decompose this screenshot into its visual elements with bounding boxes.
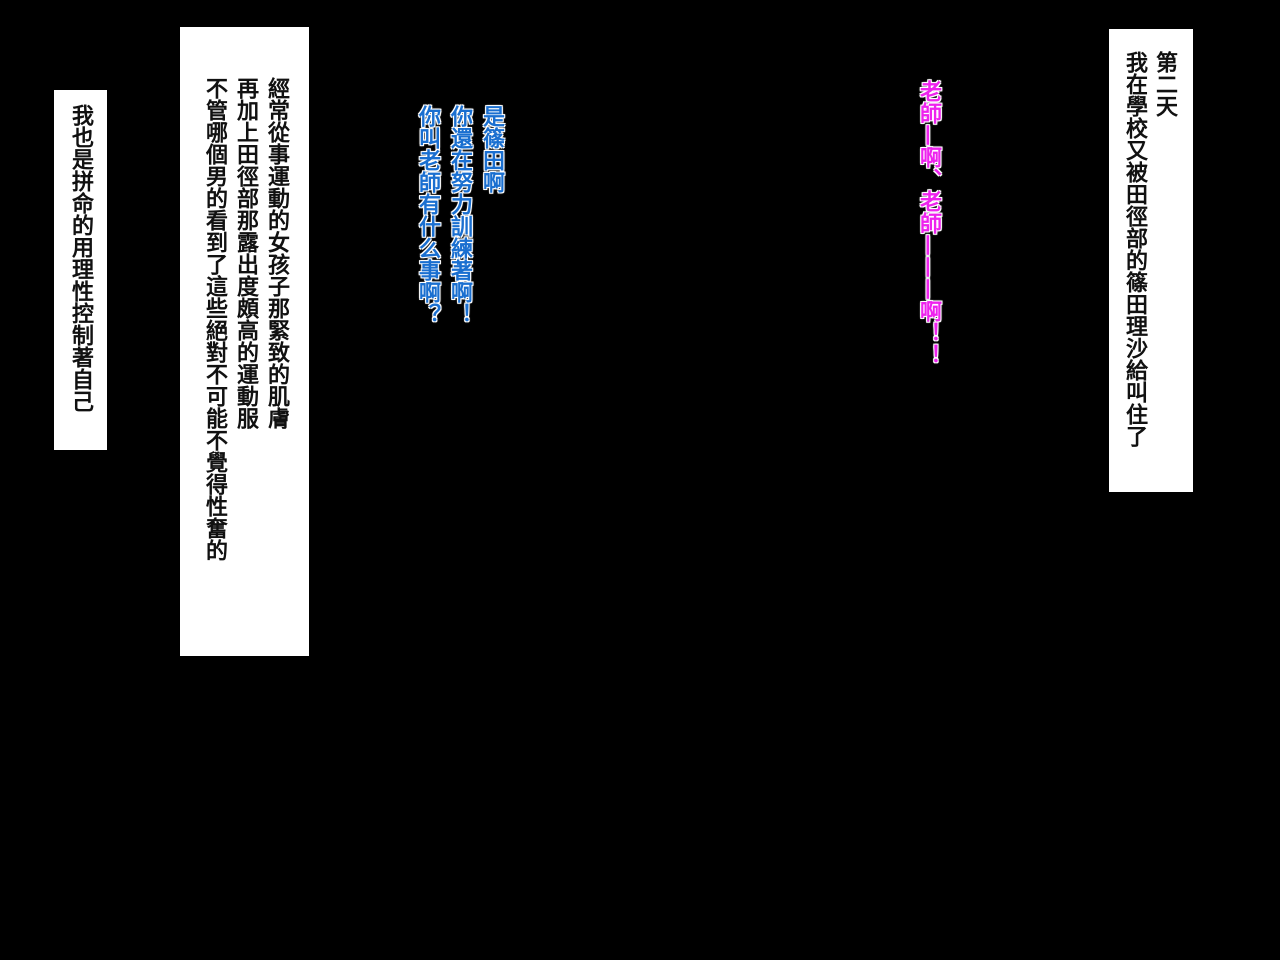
dialogue-line: 老師—啊、老師———啊！！: [916, 80, 942, 366]
dialogue-line: 是篠田啊: [479, 105, 505, 193]
narration-line: 經常從事運動的女孩子那緊致的肌膚: [264, 77, 290, 429]
narration-box-left: 我也是拼命的用理性控制著自己: [54, 90, 107, 450]
narration-line: 我也是拼命的用理性控制著自己: [68, 104, 94, 412]
narration-line: 我在學校又被田徑部的篠田理沙給叫住了: [1122, 51, 1148, 447]
narration-line: 再加上田徑部那露出度頗高的運動服: [233, 77, 259, 429]
dialogue-line: 你還在努力訓練著啊！: [447, 105, 473, 325]
dialogue-line: 你叫老師有什么事啊？: [415, 105, 441, 325]
narration-line: 不管哪個男的看到了這些絕對不可能不覺得性奮的: [202, 77, 228, 561]
narration-box-right: 第二天 我在學校又被田徑部的篠田理沙給叫住了: [1109, 29, 1193, 492]
narration-box-middle: 經常從事運動的女孩子那緊致的肌膚 再加上田徑部那露出度頗高的運動服 不管哪個男的…: [180, 27, 309, 656]
narration-line: 第二天: [1152, 51, 1178, 117]
